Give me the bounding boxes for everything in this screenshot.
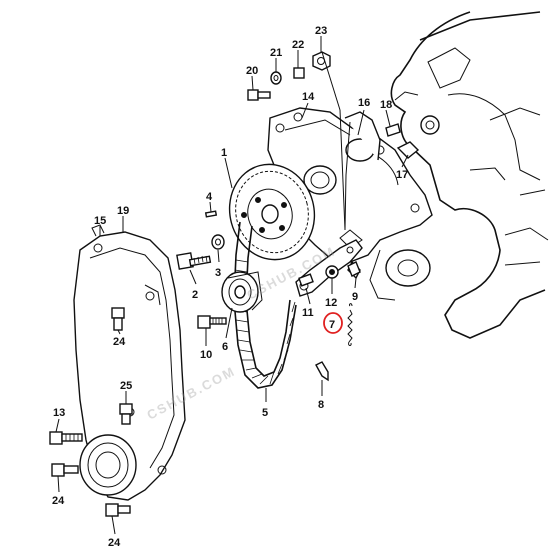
spring-highlight-circle — [323, 312, 343, 334]
bolt-10 — [197, 315, 227, 329]
bolt-25 — [119, 403, 133, 425]
callout-16: 16 — [358, 97, 370, 109]
callout-21: 21 — [270, 47, 282, 59]
washer-12 — [325, 265, 339, 279]
callout-24a: 24 — [113, 336, 126, 348]
callout-12: 12 — [325, 297, 337, 309]
callout-9: 9 — [352, 291, 358, 303]
callout-19: 19 — [117, 205, 129, 217]
outer-timing-cover — [73, 224, 186, 501]
bolt-20 — [247, 89, 271, 101]
part-16 — [344, 111, 381, 231]
callout-5: 5 — [262, 407, 268, 419]
nut-23 — [312, 51, 331, 71]
leader-lines — [55, 36, 409, 535]
tensioner-spring — [347, 303, 353, 346]
callout-6: 6 — [222, 341, 228, 353]
washer-3 — [211, 234, 225, 250]
callout-25: 25 — [120, 380, 132, 392]
engine-block — [369, 11, 549, 339]
callout-17: 17 — [396, 169, 408, 181]
callout-24b: 24 — [52, 495, 65, 507]
callout-2: 2 — [192, 289, 198, 301]
callout-10: 10 — [200, 349, 212, 361]
callout-1: 1 — [221, 147, 227, 159]
bolt-24a — [111, 307, 125, 331]
bolt-24c — [105, 503, 131, 517]
stud-11 — [298, 273, 314, 287]
callout-7: 7 — [329, 319, 335, 331]
callout-14: 14 — [302, 91, 315, 103]
tensioner-pulley — [221, 271, 263, 313]
callout-15: 15 — [94, 215, 106, 227]
callout-8: 8 — [318, 399, 324, 411]
callout-22: 22 — [292, 39, 304, 51]
callout-3: 3 — [215, 267, 221, 279]
bolt-2 — [176, 252, 212, 270]
callout-18: 18 — [380, 99, 392, 111]
part-9 — [347, 261, 361, 277]
bolt-24b — [51, 463, 79, 477]
callout-4: 4 — [206, 191, 213, 203]
part-18 — [385, 123, 401, 137]
callout-24c: 24 — [108, 537, 121, 549]
part-17 — [396, 141, 420, 159]
callout-13: 13 — [53, 407, 65, 419]
bolt-13 — [49, 431, 83, 445]
callout-20: 20 — [246, 65, 258, 77]
callout-11: 11 — [302, 307, 314, 319]
washer-22 — [293, 67, 305, 79]
spring-stud — [315, 361, 329, 382]
washer-21 — [270, 71, 282, 85]
callout-labels: 1 2 3 4 5 6 7 8 9 10 11 12 13 14 15 16 1… — [52, 25, 408, 549]
callout-23: 23 — [315, 25, 327, 37]
key-4 — [204, 210, 218, 218]
